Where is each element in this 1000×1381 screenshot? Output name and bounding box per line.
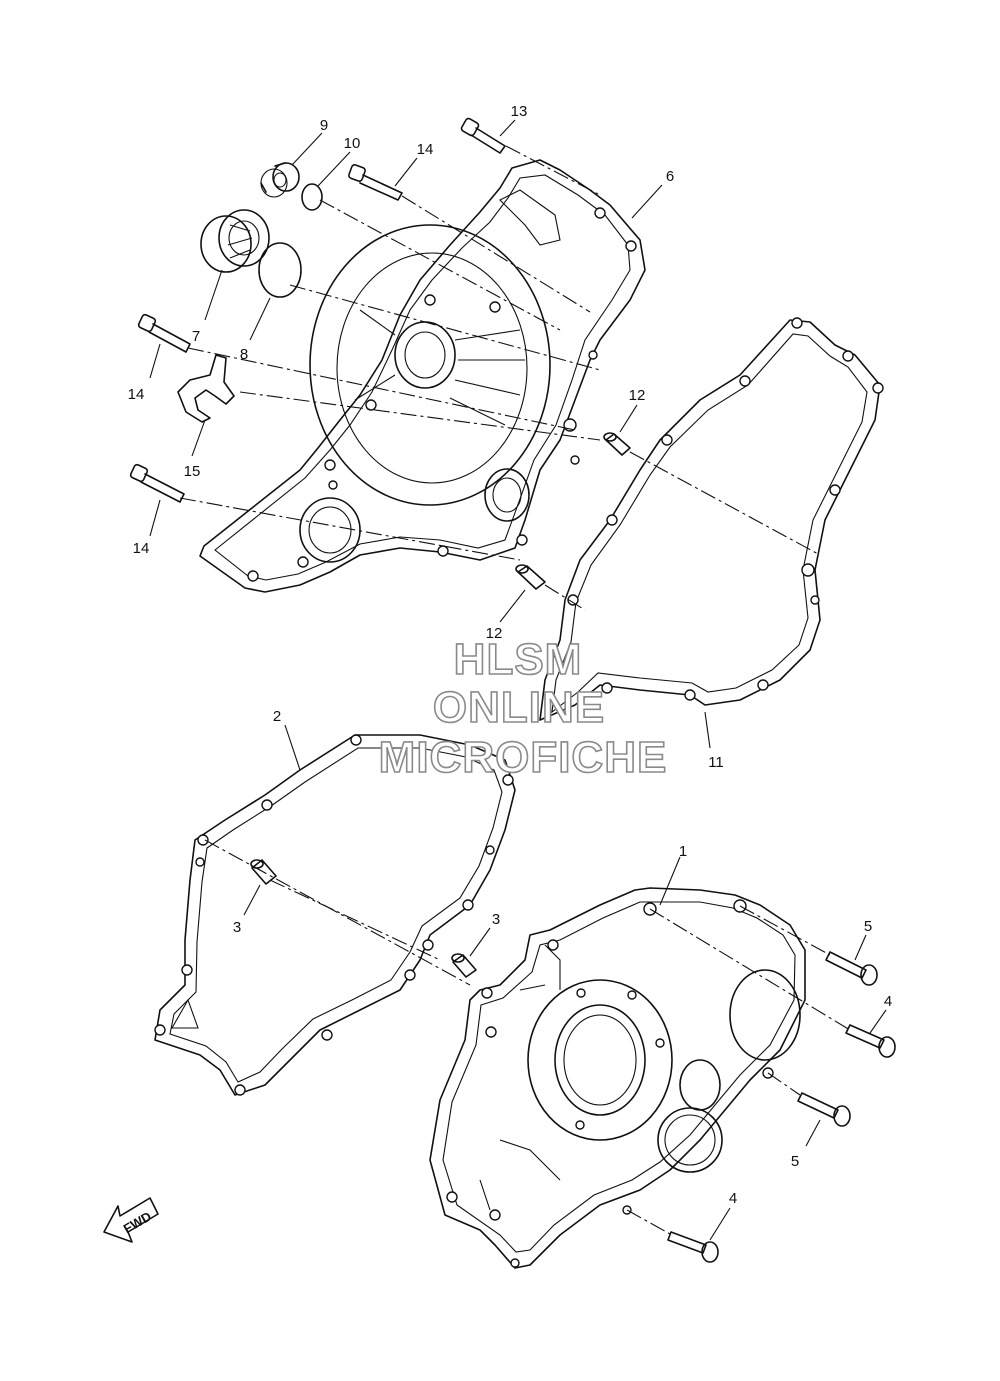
watermark-line-3: MICROFICHE (379, 733, 668, 782)
bolt-5-top (825, 951, 878, 986)
callout-2: 2 (273, 708, 281, 725)
watermark: HLSM ONLINE MICROFICHE (378, 634, 668, 783)
callout-11: 11 (708, 754, 724, 771)
cap-7 (200, 209, 270, 273)
dowel-12-upper (603, 432, 631, 456)
bolt-14-top (348, 164, 403, 201)
callout-12-upper: 12 (629, 387, 646, 404)
alignment-lines (179, 145, 851, 1235)
fwd-arrow-icon: FWD (103, 1197, 159, 1243)
clamp-15 (177, 354, 235, 423)
o-ring-8 (258, 242, 302, 298)
callout-labels: 9 10 13 14 6 7 8 14 15 14 12 12 11 2 3 3… (128, 103, 893, 1207)
bolt-14-bottom (129, 463, 185, 503)
gasket-11 (539, 317, 884, 721)
callout-4-top: 4 (884, 993, 892, 1010)
callout-10: 10 (344, 135, 361, 152)
callout-5-bottom: 5 (791, 1153, 799, 1170)
crankcase-cover-1 (429, 887, 806, 1269)
callout-8: 8 (240, 346, 248, 363)
bolt-4-top (845, 1024, 896, 1058)
callout-3-right: 3 (492, 911, 500, 928)
callout-15: 15 (184, 463, 201, 480)
bolt-13 (460, 117, 506, 154)
plug-9 (260, 162, 300, 198)
callout-14-mid: 14 (128, 386, 145, 403)
callout-1: 1 (679, 843, 687, 860)
callout-13: 13 (511, 103, 528, 120)
watermark-line-1: HLSM (454, 635, 583, 684)
o-ring-10 (301, 183, 323, 211)
callout-9: 9 (320, 117, 328, 134)
watermark-line-2: ONLINE (433, 683, 605, 732)
callout-6: 6 (666, 168, 674, 185)
callout-14-bottom: 14 (133, 540, 150, 557)
dowel-3-right (451, 953, 477, 978)
bolt-5-bottom (797, 1092, 851, 1127)
crankcase-cover-6 (199, 159, 646, 593)
callout-4-bottom: 4 (729, 1190, 737, 1207)
gasket-2 (154, 734, 516, 1096)
leader-lines (149, 119, 887, 1241)
dowel-12-lower (515, 564, 546, 590)
callout-7: 7 (192, 328, 200, 345)
bolt-14-mid (137, 313, 191, 353)
callout-12-lower: 12 (486, 625, 503, 642)
callout-3-left: 3 (233, 919, 241, 936)
callout-14-top: 14 (417, 141, 434, 158)
bolt-4-bottom (667, 1231, 719, 1263)
callout-5-top: 5 (864, 918, 872, 935)
